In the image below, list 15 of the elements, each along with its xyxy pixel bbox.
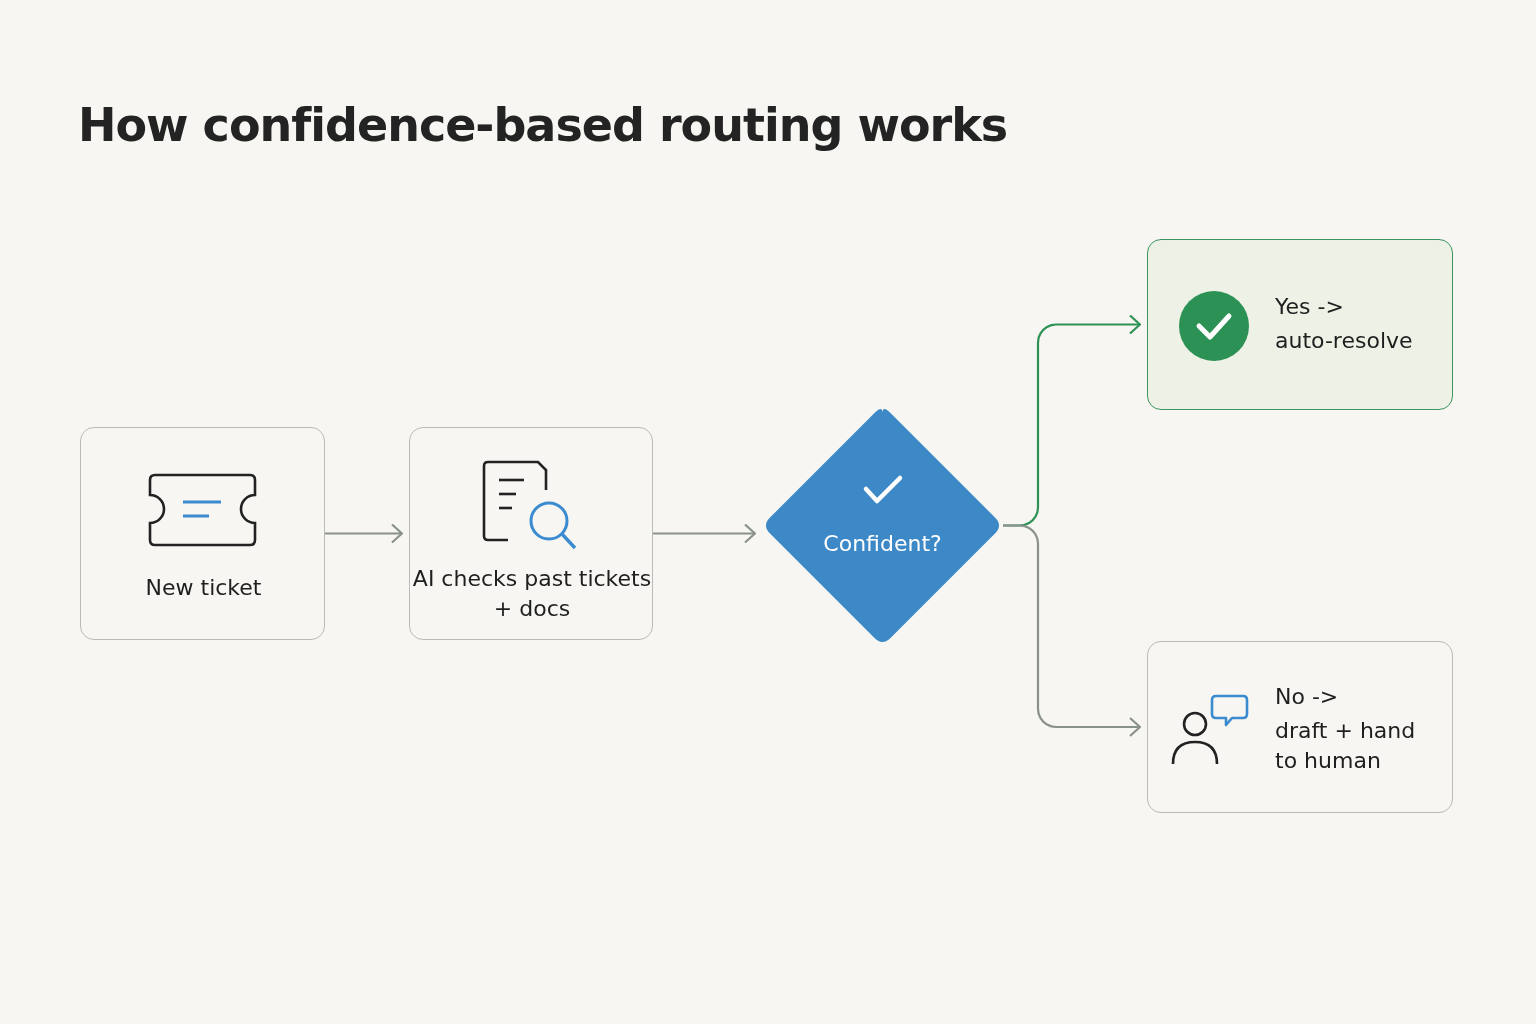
node-label: draft + hand to human <box>1275 717 1417 775</box>
node-label: New ticket <box>144 574 263 602</box>
decision-label: Confident? <box>822 530 943 558</box>
node-label: No -> <box>1275 683 1340 711</box>
diagram-title: How confidence-based routing works <box>78 98 1008 152</box>
result-box <box>1147 239 1453 410</box>
arrow <box>1003 524 1142 738</box>
node-label: AI checks past tickets + docs <box>411 565 653 623</box>
node-label: auto-resolve <box>1275 327 1414 355</box>
process-box <box>1147 641 1453 813</box>
process-box <box>409 427 653 640</box>
arrow <box>325 523 404 544</box>
process-box <box>80 427 325 640</box>
arrow <box>653 523 757 544</box>
node-label: Yes -> <box>1275 293 1345 321</box>
